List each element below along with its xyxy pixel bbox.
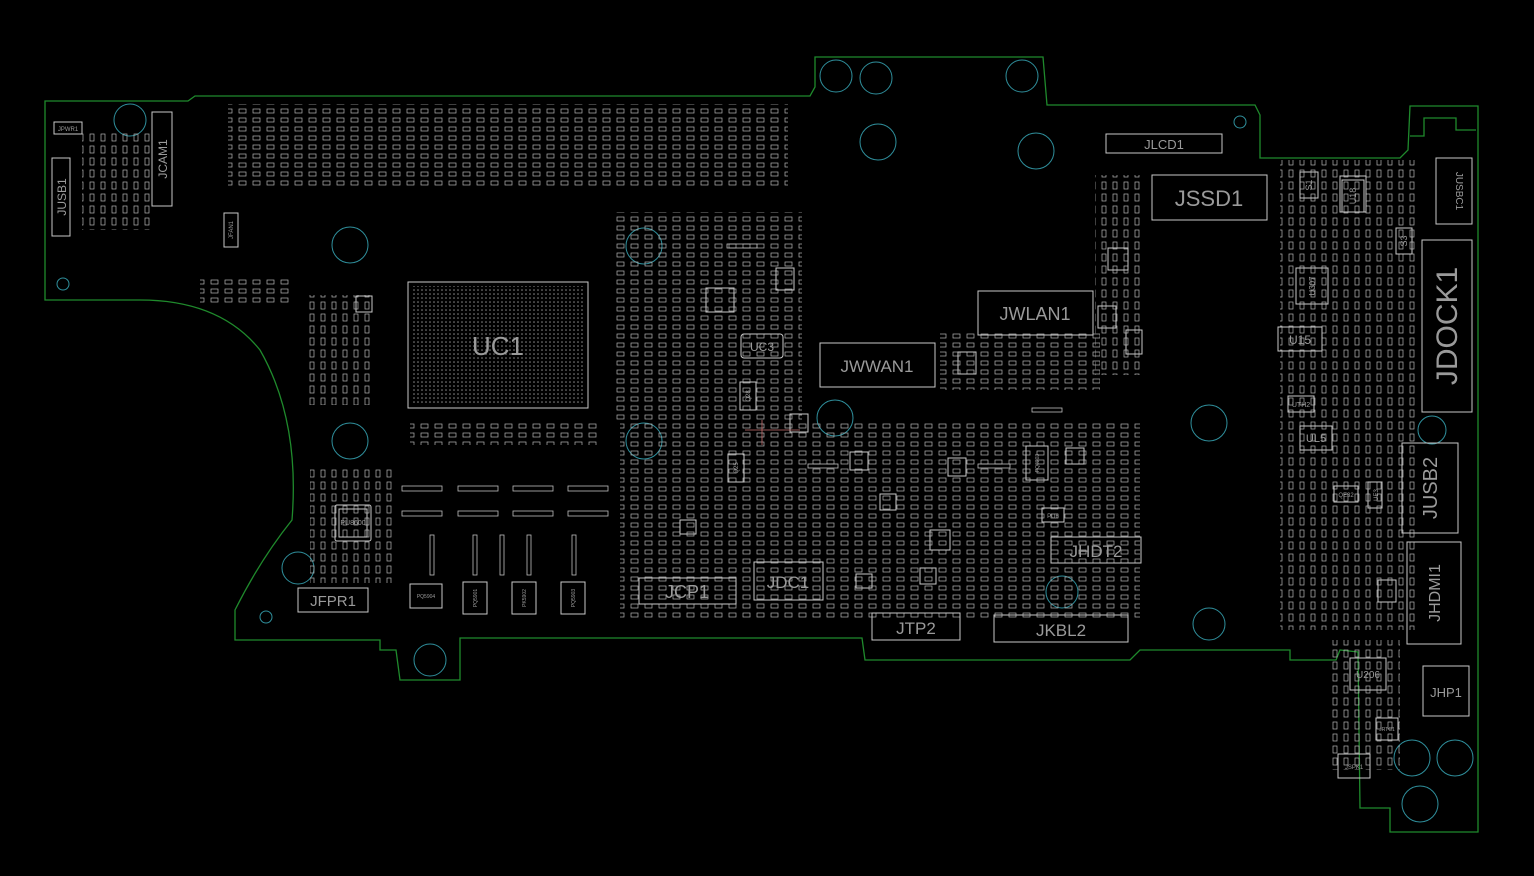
q25[interactable]: Q25 bbox=[727, 453, 745, 483]
jssd1-label: JSSD1 bbox=[1175, 186, 1243, 211]
u206[interactable]: U206 bbox=[1349, 657, 1387, 691]
jhdt2[interactable]: JHDT2 bbox=[1050, 536, 1142, 564]
misc-ic-outlines bbox=[355, 175, 1397, 603]
jdock1-label: JDOCK1 bbox=[1431, 267, 1464, 385]
jusb2-label: JUSB2 bbox=[1420, 457, 1442, 519]
jhdmi1-label: JHDMI1 bbox=[1427, 564, 1444, 622]
jtp2-label: JTP2 bbox=[896, 619, 936, 638]
pq6203[interactable]: PQ6203 bbox=[1025, 445, 1049, 481]
s3-label: S3 bbox=[1399, 235, 1409, 246]
jfpr1[interactable]: JFPR1 bbox=[297, 587, 369, 613]
jdock1[interactable]: JDOCK1 bbox=[1421, 239, 1473, 413]
pq5903-label: PQ5903 bbox=[571, 589, 577, 608]
jrtc1[interactable]: JRTC1 bbox=[1375, 717, 1399, 741]
uc3[interactable]: UC3 bbox=[740, 333, 784, 359]
u15[interactable]: U15 bbox=[1277, 326, 1323, 352]
jfan1-label: JFAN1 bbox=[229, 220, 235, 239]
uc1-cpu[interactable]: UC1 bbox=[407, 281, 589, 409]
uc1-label: UC1 bbox=[472, 331, 524, 361]
s1-label: S1 bbox=[1304, 179, 1314, 190]
jspk1-label: JSPK1 bbox=[1345, 765, 1364, 771]
jwlan1-label: JWLAN1 bbox=[999, 304, 1070, 324]
pq5904-label: PQ5904 bbox=[417, 594, 436, 600]
pu6-label: PU6 bbox=[1047, 514, 1059, 520]
pu9600-label: PU8600 bbox=[340, 520, 365, 527]
inductor-strips bbox=[401, 243, 1063, 576]
ue3-label: UE3 bbox=[1374, 489, 1380, 501]
jpwr1-label: JPWR1 bbox=[58, 127, 79, 133]
pq5901[interactable]: PQ5901 bbox=[462, 581, 488, 615]
board-outline bbox=[44, 56, 1479, 833]
uth2[interactable]: UTH2 bbox=[1287, 395, 1315, 413]
jssd1[interactable]: JSSD1 bbox=[1151, 174, 1268, 221]
jlcd1[interactable]: JLCD1 bbox=[1105, 133, 1223, 154]
jhdmi1[interactable]: JHDMI1 bbox=[1406, 541, 1462, 645]
pq6203-label: PQ6203 bbox=[1035, 454, 1041, 473]
uc3-label: UC3 bbox=[750, 340, 774, 354]
jrtc1-label: JRTC1 bbox=[1379, 727, 1395, 733]
u206-label: U206 bbox=[1356, 670, 1380, 681]
pq5901-label: PQ5901 bbox=[473, 589, 479, 608]
pq5902-label: PK5902 bbox=[522, 589, 528, 607]
q25-label: Q25 bbox=[734, 462, 740, 474]
jcp1-label: JCP1 bbox=[665, 582, 709, 602]
jusb1[interactable]: JUSB1 bbox=[51, 157, 71, 237]
jhp1-label: JHP1 bbox=[1430, 685, 1462, 700]
q28-label: Q28 bbox=[746, 390, 752, 402]
jdc1-label: JDC1 bbox=[767, 573, 810, 592]
u307[interactable]: U307 bbox=[1295, 267, 1329, 305]
jwwan1-label: JWWAN1 bbox=[840, 357, 913, 376]
s3[interactable]: S3 bbox=[1395, 227, 1413, 255]
pq5904[interactable]: PQ5904 bbox=[409, 583, 443, 609]
jspk1[interactable]: JSPK1 bbox=[1337, 753, 1371, 779]
pq5903[interactable]: PQ5903 bbox=[560, 581, 586, 615]
pu6[interactable]: PU6 bbox=[1041, 507, 1065, 523]
jkbl2-label: JKBL2 bbox=[1036, 621, 1086, 640]
jtp2[interactable]: JTP2 bbox=[871, 612, 961, 641]
ue3[interactable]: UE3 bbox=[1367, 481, 1383, 509]
pq5902[interactable]: PK5902 bbox=[511, 581, 537, 615]
jusbc1-label: JUSBC1 bbox=[1453, 172, 1464, 211]
u18-label: U18 bbox=[1348, 188, 1358, 205]
ul5-label: UL5 bbox=[1306, 433, 1326, 445]
pu9600[interactable]: PU8600 bbox=[334, 504, 372, 542]
jhdt2-label: JHDT2 bbox=[1070, 542, 1123, 561]
jusb1-label: JUSB1 bbox=[55, 178, 69, 216]
jcam1[interactable]: JCAM1 bbox=[151, 111, 173, 207]
jfpr1-label: JFPR1 bbox=[310, 593, 356, 610]
ul5[interactable]: UL5 bbox=[1299, 425, 1333, 451]
jhp1[interactable]: JHP1 bbox=[1422, 665, 1470, 717]
jwlan1[interactable]: JWLAN1 bbox=[977, 290, 1094, 336]
jusb2[interactable]: JUSB2 bbox=[1401, 442, 1459, 534]
jdc1[interactable]: JDC1 bbox=[753, 561, 824, 601]
jcam1-label: JCAM1 bbox=[156, 139, 170, 179]
uth2-label: UTH2 bbox=[1292, 402, 1310, 409]
jfan1[interactable]: JFAN1 bbox=[223, 212, 239, 248]
jlcd1-label: JLCD1 bbox=[1144, 137, 1184, 152]
jwwan1[interactable]: JWWAN1 bbox=[819, 342, 936, 388]
jpwr1[interactable]: JPWR1 bbox=[53, 121, 83, 135]
jusbc1[interactable]: JUSBC1 bbox=[1435, 157, 1473, 225]
smd-component-fields bbox=[82, 104, 1420, 770]
board-notch bbox=[1410, 117, 1476, 137]
qe32-label: QE32 bbox=[1338, 493, 1354, 499]
jcp1[interactable]: JCP1 bbox=[638, 577, 737, 605]
s1[interactable]: S1 bbox=[1299, 171, 1319, 199]
u15-label: U15 bbox=[1289, 333, 1311, 347]
qe32[interactable]: QE32 bbox=[1333, 485, 1359, 503]
jkbl2[interactable]: JKBL2 bbox=[993, 614, 1129, 643]
u307-label: U307 bbox=[1308, 276, 1317, 296]
q28[interactable]: Q28 bbox=[739, 381, 757, 411]
